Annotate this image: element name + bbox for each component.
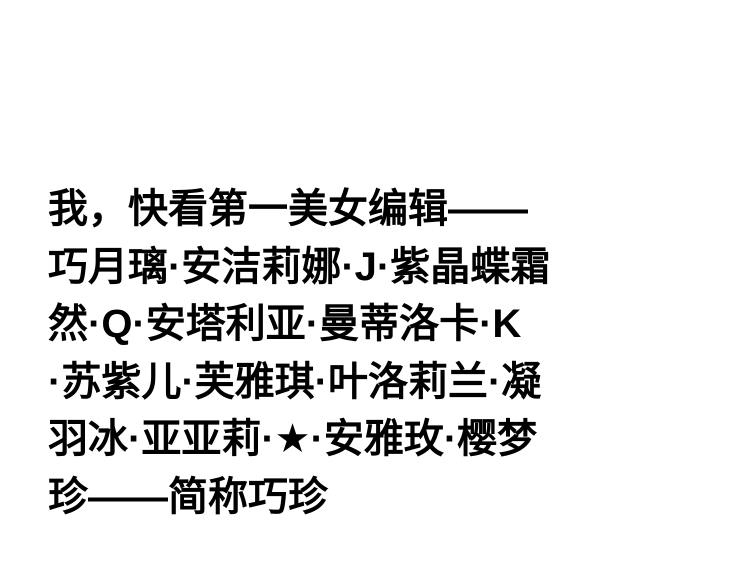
text-line-3: 然·Q·安塔利亚·曼蒂洛卡·K — [48, 302, 522, 346]
text-line-6: 珍——简称巧珍 — [48, 474, 328, 519]
text-line-1: 我，快看第一美女编辑—— — [48, 187, 528, 231]
text-line-4: ·苏紫儿·芙雅琪·叶洛莉兰·凝 — [48, 359, 542, 404]
narration-text-block: 我，快看第一美女编辑—— 巧月璃·安洁莉娜·J·紫晶蝶霜 然·Q·安塔利亚·曼蒂… — [48, 181, 708, 526]
text-line-2: 巧月璃·安洁莉娜·J·紫晶蝶霜 — [48, 244, 551, 289]
text-line-5: 羽冰·亚亚莉·★·安雅玫·樱梦 — [48, 417, 538, 461]
